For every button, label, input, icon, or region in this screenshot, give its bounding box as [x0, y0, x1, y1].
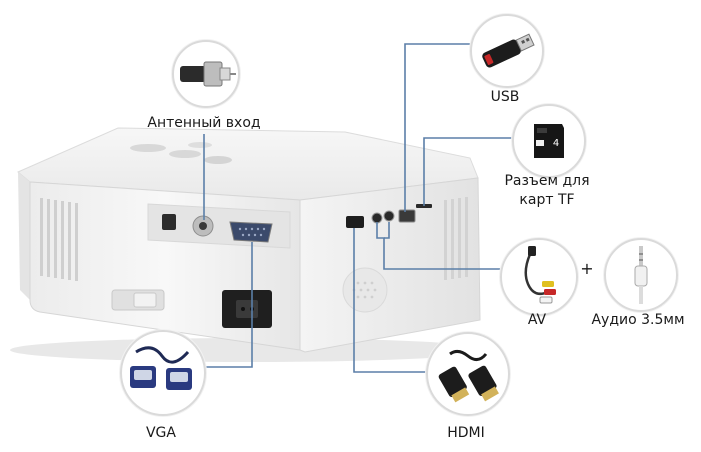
- micro-sd-card-icon: 4: [534, 124, 564, 158]
- plus-sign: +: [580, 259, 594, 278]
- vga-label: VGA: [145, 425, 176, 441]
- antenna-label: Антенный вход: [147, 115, 261, 131]
- vga-cable-icon: [130, 346, 192, 390]
- rca-cable-icon: [524, 246, 556, 304]
- audio-label: Аудио 3.5мм: [591, 312, 685, 328]
- tf-card-thumbnail: 4: [512, 104, 586, 178]
- coax-plug-icon: [180, 61, 236, 87]
- tf-label-line1: Разъем для: [504, 173, 590, 189]
- vga-connector-thumbnail: [120, 330, 206, 416]
- av-label: AV: [527, 312, 547, 328]
- usb-label: USB: [490, 89, 520, 105]
- av-connector-thumbnail: [500, 238, 578, 316]
- audio-jack-icon: [634, 246, 648, 304]
- tf-card-capacity: 4: [553, 138, 559, 149]
- hdmi-label: HDMI: [447, 425, 485, 441]
- hdmi-connector-thumbnail: [426, 332, 510, 416]
- tf-label-line2: карт TF: [519, 192, 575, 208]
- audio-connector-thumbnail: [604, 238, 678, 312]
- antenna-connector-thumbnail: [172, 40, 240, 108]
- usb-flash-drive-icon: [482, 33, 535, 68]
- hdmi-cable-icon: [438, 349, 499, 403]
- usb-connector-thumbnail: [470, 14, 544, 88]
